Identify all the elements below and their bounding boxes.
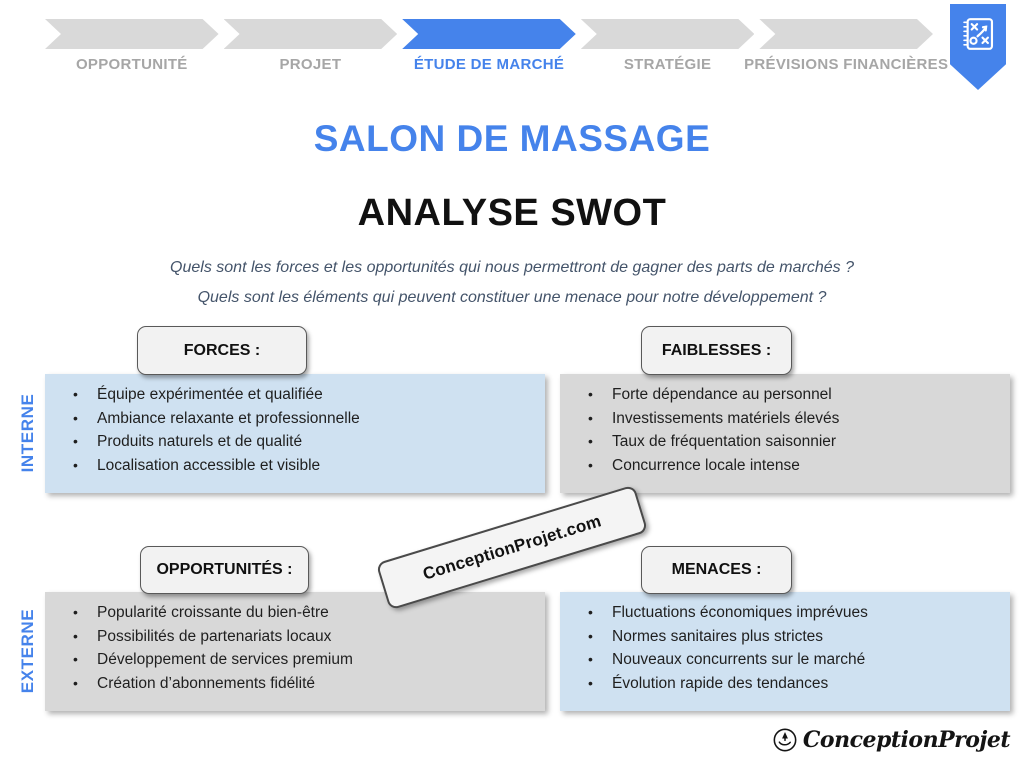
row-label-interne: INTERNE — [18, 393, 37, 473]
breadcrumb-step-etude-de-marche: ÉTUDE DE MARCHÉ — [402, 19, 576, 73]
page-title: SALON DE MASSAGE — [313, 118, 711, 159]
faiblesses-list: Forte dépendance au personnel Investisse… — [560, 374, 1010, 477]
footer-logo: ConceptionProjet — [772, 727, 1011, 753]
footer-logo-text: ConceptionProjet — [802, 727, 1011, 753]
chevron-shape — [402, 19, 576, 49]
strategy-playbook-icon — [963, 18, 994, 50]
bookmark-ribbon — [950, 4, 1006, 90]
row-label-externe: EXTERNE — [18, 608, 37, 694]
hand-rocket-logo-icon — [773, 728, 797, 752]
step-label: OPPORTUNITÉ — [75, 56, 188, 73]
swot-bullet-item: Localisation accessible et visible — [45, 454, 539, 478]
swot-bullet-item: Évolution rapide des tendances — [560, 672, 1004, 696]
breadcrumb-step-previsions-financieres: PRÉVISIONS FINANCIÈRES — [744, 19, 948, 73]
swot-bullet-item: Taux de fréquentation saisonnier — [560, 430, 1004, 454]
opportunites-panel: Popularité croissante du bien-être Possi… — [45, 592, 545, 711]
swot-bullet-item: Fluctuations économiques imprévues — [560, 601, 1004, 625]
chevron-shape — [224, 19, 398, 49]
swot-bullet-item: Possibilités de partenariats locaux — [45, 625, 539, 649]
menaces-panel: Fluctuations économiques imprévues Norme… — [560, 592, 1010, 711]
breadcrumb-step-projet: PROJET — [224, 19, 398, 73]
forces-list: Équipe expérimentée et qualifiée Ambianc… — [45, 374, 545, 477]
swot-bullet-item: Nouveaux concurrents sur le marché — [560, 648, 1004, 672]
swot-bullet-item: Investissements matériels élevés — [560, 407, 1004, 431]
breadcrumb-step-strategie: STRATÉGIE — [581, 19, 755, 73]
faiblesses-title-chip: FAIBLESSES : — [641, 326, 792, 375]
swot-bullet-item: Popularité croissante du bien-être — [45, 601, 539, 625]
opportunites-list: Popularité croissante du bien-être Possi… — [45, 592, 545, 695]
menaces-list: Fluctuations économiques imprévues Norme… — [560, 592, 1010, 695]
chevron-shape — [581, 19, 755, 49]
swot-bullet-item: Création d’abonnements fidélité — [45, 672, 539, 696]
chevron-shape — [45, 19, 219, 49]
slide-subtitle: ANALYSE SWOT — [357, 192, 667, 234]
step-label: PRÉVISIONS FINANCIÈRES — [744, 56, 949, 73]
step-label: STRATÉGIE — [623, 56, 712, 73]
swot-bullet-item: Concurrence locale intense — [560, 454, 1004, 478]
step-label: ÉTUDE DE MARCHÉ — [413, 56, 565, 73]
forces-title-chip: FORCES : — [137, 326, 307, 375]
forces-panel: Équipe expérimentée et qualifiée Ambianc… — [45, 374, 545, 493]
menaces-title-chip: MENACES : — [641, 546, 792, 594]
step-label: PROJET — [279, 56, 342, 73]
swot-bullet-item: Forte dépendance au personnel — [560, 383, 1004, 407]
opportunites-title-chip: OPPORTUNITÉS : — [140, 546, 309, 594]
swot-bullet-item: Développement de services premium — [45, 648, 539, 672]
intro-question-2: Quels sont les éléments qui peuvent cons… — [197, 289, 827, 306]
chevron-shape — [759, 19, 933, 49]
swot-bullet-item: Produits naturels et de qualité — [45, 430, 539, 454]
breadcrumb-step-opportunite: OPPORTUNITÉ — [45, 19, 219, 73]
swot-bullet-item: Équipe expérimentée et qualifiée — [45, 383, 539, 407]
breadcrumb: OPPORTUNITÉ PROJET ÉTUDE DE MARCHÉ STRAT… — [45, 19, 948, 73]
swot-bullet-item: Ambiance relaxante et professionnelle — [45, 407, 539, 431]
swot-bullet-item: Normes sanitaires plus strictes — [560, 625, 1004, 649]
faiblesses-panel: Forte dépendance au personnel Investisse… — [560, 374, 1010, 493]
intro-question-1: Quels sont les forces et les opportunité… — [170, 259, 854, 276]
